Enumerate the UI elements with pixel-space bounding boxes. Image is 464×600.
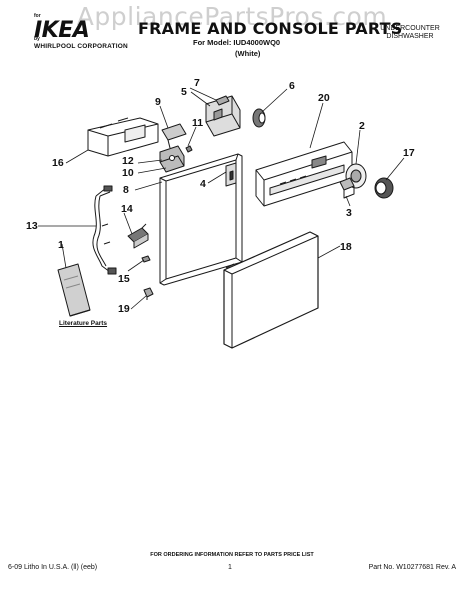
page-number: 1 [228,564,232,571]
literature-parts-label: Literature Parts [59,320,108,327]
unit-type: UNDERCOUNTER DISHWASHER [370,25,450,41]
callout-1: 1 [58,239,64,251]
callout-numbers: 1 2 3 4 5 6 7 8 9 10 11 12 13 14 15 16 1… [26,77,415,315]
model-line: For Model: IUD4000WQ0 [193,38,281,47]
litho-text: 6-09 Litho In U.S.A. (ll) (eeb) [8,564,98,571]
callout-8: 8 [123,184,129,196]
callout-2: 2 [359,120,365,132]
callout-19: 19 [118,303,130,315]
unit-type-line-2: DISHWASHER [386,33,434,40]
part-3-bracket [339,177,355,199]
part-7-clip [215,95,230,106]
part-16-shroud [87,117,159,157]
part-20-console-panel [255,141,353,207]
callout-18: 18 [340,241,352,253]
callout-10: 10 [122,167,134,179]
by-text: by [34,36,40,42]
part-1-literature [57,263,91,317]
page-title: FRAME AND CONSOLE PARTS [138,19,403,38]
part-18-outer-door-panel [223,231,319,349]
for-text: for [34,13,41,19]
leader-lines [38,87,405,310]
ordering-note: FOR ORDERING INFORMATION REFER TO PARTS … [150,552,314,558]
callout-11: 11 [192,117,203,129]
part-11-screw [185,145,193,153]
part-5-hinge-bracket [205,95,241,137]
callout-3: 3 [346,207,352,219]
callout-14: 14 [121,203,133,215]
callout-16: 16 [52,157,64,169]
watermark-text: AppliancePartsPros.com [76,2,388,31]
part-15-screw [141,255,151,263]
unit-type-line-1: UNDERCOUNTER [380,25,440,32]
corporation-name: WHIRLPOOL CORPORATION [34,43,128,50]
callout-9: 9 [155,96,161,108]
part-number: Part No. W10277681 Rev. A [368,564,456,571]
callout-12: 12 [122,155,134,167]
callout-7: 7 [194,77,200,89]
part-8-door-frame [159,153,243,286]
part-9-latch [161,123,187,149]
color-line: (White) [235,49,261,58]
callout-6: 6 [289,80,295,92]
callout-5: 5 [181,86,187,98]
part-17-knob [374,177,394,199]
callout-13: 13 [26,220,38,232]
callout-20: 20 [318,92,330,104]
callout-17: 17 [403,147,415,159]
part-6-bushing [252,108,266,128]
part-13-wire-harness [92,185,117,275]
part-19-clip [143,287,154,300]
callout-4: 4 [200,178,206,190]
brand-logo: IKEA [34,18,90,43]
callout-15: 15 [118,273,130,285]
part-12-10-latch-assembly [159,145,185,173]
part-14-switch [127,223,149,249]
